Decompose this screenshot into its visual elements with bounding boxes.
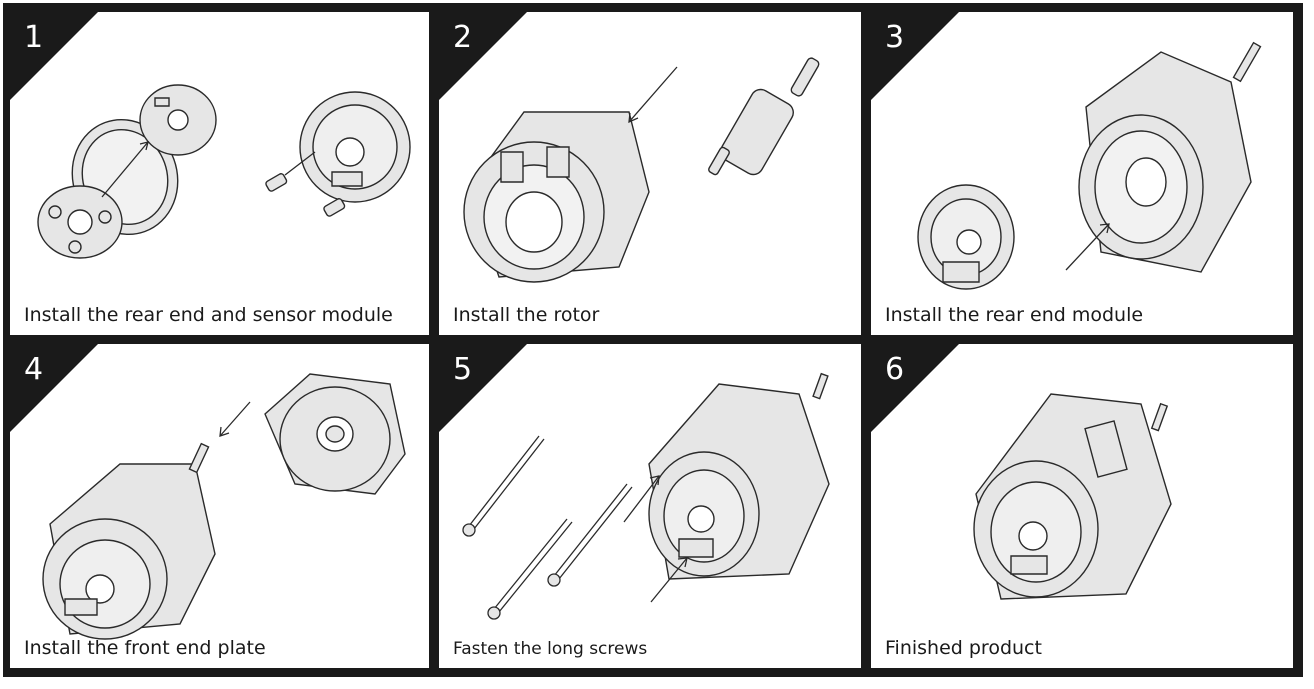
step-2-illustration <box>439 12 861 335</box>
step-number-3: 3 <box>885 20 905 55</box>
step-panel-3: 3 Install the rear end module <box>871 12 1293 335</box>
step-4-illustration <box>10 344 429 668</box>
step-caption-4: Install the front end plate <box>24 637 266 659</box>
step-number-6: 6 <box>885 352 905 387</box>
step-number-4: 4 <box>24 352 44 387</box>
step-caption-5: Fasten the long screws <box>453 639 648 659</box>
step-panel-5: 5 Fasten the long screws <box>439 344 861 668</box>
step-caption-3: Install the rear end module <box>885 304 1144 326</box>
step-panel-2: 2 Install the rotor <box>439 12 861 335</box>
step-caption-6: Finished product <box>885 637 1042 659</box>
step-number-2: 2 <box>453 20 473 55</box>
step-number-1: 1 <box>24 20 44 55</box>
step-caption-2: Install the rotor <box>453 304 600 326</box>
step-number-5: 5 <box>453 352 473 387</box>
step-panel-6: 6 Finished product <box>871 344 1293 668</box>
step-6-illustration <box>871 344 1293 668</box>
step-1-illustration <box>10 12 429 335</box>
step-5-illustration <box>439 344 861 668</box>
instruction-sheet: 1 Install the rear end and sensor module <box>3 3 1303 677</box>
step-panel-1: 1 Install the rear end and sensor module <box>10 12 429 335</box>
step-caption-1: Install the rear end and sensor module <box>24 304 393 326</box>
step-panel-4: 4 Install the front end plate <box>10 344 429 668</box>
step-3-illustration <box>871 12 1293 335</box>
